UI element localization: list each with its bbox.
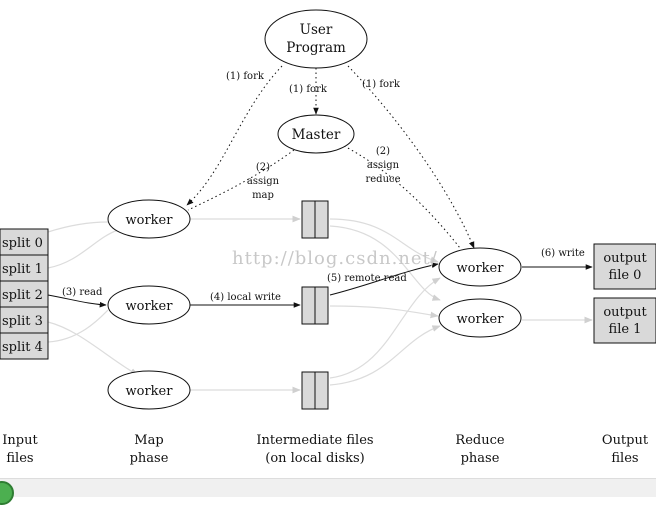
assign-reduce-label-2: assign <box>367 160 400 171</box>
assign-map-edge <box>187 149 295 211</box>
intermediate-phase-line1: Intermediate files <box>256 433 373 448</box>
fork-label-left: (1) fork <box>226 71 265 82</box>
map-phase-line2: phase <box>130 451 169 466</box>
read-label: (3) read <box>62 287 103 298</box>
input-phase-line1: Input <box>2 433 38 448</box>
svg-text:worker: worker <box>457 261 505 276</box>
output-phase-line1: Output <box>602 433 649 448</box>
reduce-phase-line2: phase <box>461 451 500 466</box>
split-4-label: split 4 <box>2 340 43 355</box>
map-worker-0: worker <box>107 199 191 239</box>
split-0-label: split 0 <box>2 236 43 251</box>
svg-text:worker: worker <box>126 299 174 314</box>
assign-map-label-2: assign <box>247 176 280 187</box>
split-2-label: split 2 <box>2 288 43 303</box>
svg-text:worker: worker <box>457 312 505 327</box>
split-3-label: split 3 <box>2 314 43 329</box>
phase-captions: Input files Map phase Intermediate files… <box>2 433 649 466</box>
map-worker-1: worker <box>107 285 191 325</box>
svg-text:output: output <box>603 305 647 320</box>
input-splits: split 0 split 1 split 2 split 3 split 4 <box>0 228 49 360</box>
write-label: (6) write <box>541 248 585 259</box>
output-phase-line2: files <box>611 451 638 466</box>
user-program-node: User Program <box>264 9 368 69</box>
map-phase-line1: Map <box>134 433 163 448</box>
status-circle-icon <box>0 481 14 505</box>
output-file-1: output file 1 <box>593 297 656 344</box>
reduce-phase-line1: Reduce <box>455 433 504 448</box>
intermediate-phase-line2: (on local disks) <box>265 451 364 466</box>
split-1-label: split 1 <box>2 262 43 277</box>
svg-text:User: User <box>300 22 333 38</box>
local-write-label: (4) local write <box>210 292 281 303</box>
svg-text:output: output <box>603 251 647 266</box>
svg-text:file 0: file 0 <box>609 268 642 283</box>
input-phase-line2: files <box>6 451 33 466</box>
bottom-strip <box>0 478 656 505</box>
fork-label-right: (1) fork <box>362 79 401 90</box>
fork-to-reduce-worker-edge <box>347 65 475 249</box>
svg-text:Master: Master <box>292 127 341 143</box>
intermediate-file-2 <box>301 371 329 410</box>
fork-label-middle: (1) fork <box>289 84 328 95</box>
control-edges <box>47 65 593 308</box>
intermediate-file-0 <box>301 200 329 239</box>
reduce-worker-0: worker <box>438 247 522 287</box>
assign-reduce-label-3: reduce <box>365 174 400 185</box>
svg-text:worker: worker <box>126 213 174 228</box>
intermediate-file-1 <box>301 286 329 325</box>
map-worker-2: worker <box>107 370 191 410</box>
reduce-worker-1: worker <box>438 298 522 338</box>
svg-text:Program: Program <box>286 40 346 56</box>
master-node: Master <box>277 114 355 154</box>
edge-labels: (1) fork (1) fork (1) fork (2) assign ma… <box>62 71 585 303</box>
watermark-text: http://blog.csdn.net/ <box>232 248 438 269</box>
output-file-0: output file 0 <box>593 243 656 290</box>
assign-reduce-label-1: (2) <box>376 146 390 157</box>
light-flows <box>47 215 593 394</box>
remote-read-label: (5) remote read <box>327 273 407 284</box>
remote-read-edge <box>329 262 439 296</box>
svg-text:file 1: file 1 <box>609 322 642 337</box>
assign-reduce-edge <box>343 145 461 249</box>
read-edge <box>47 294 107 308</box>
svg-text:worker: worker <box>126 384 174 399</box>
assign-map-label-3: map <box>252 190 274 201</box>
assign-map-label-1: (2) <box>256 162 270 173</box>
